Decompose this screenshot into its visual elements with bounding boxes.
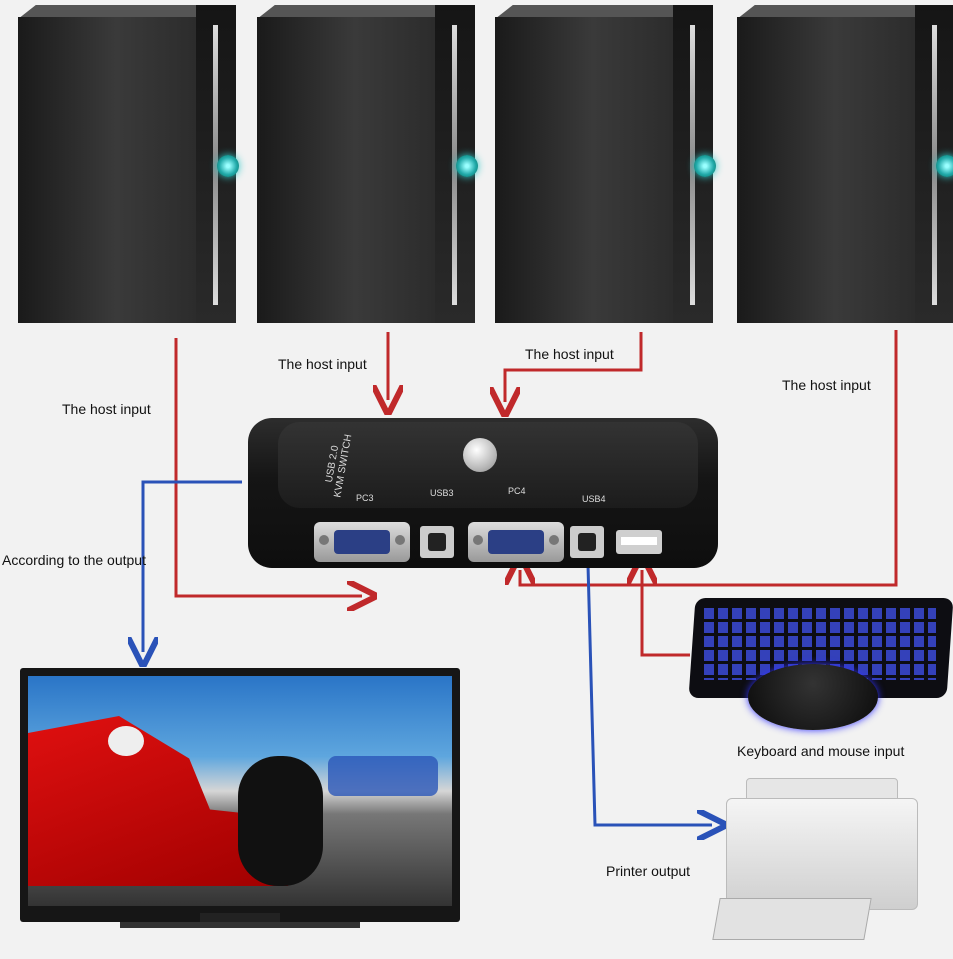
printer-icon bbox=[712, 778, 926, 940]
computer-tower-2-icon bbox=[257, 5, 478, 323]
label-host-input-left: The host input bbox=[62, 401, 151, 417]
label-according-output: According to the output bbox=[2, 552, 146, 568]
computer-tower-3-icon bbox=[495, 5, 716, 323]
host-line-3 bbox=[505, 332, 643, 402]
usb-b-port-3 bbox=[420, 526, 454, 558]
usb4-label: USB4 bbox=[582, 494, 606, 504]
monitor-line bbox=[143, 480, 242, 652]
monitor-icon bbox=[20, 668, 460, 928]
usb3-label: USB3 bbox=[430, 488, 454, 498]
usb-a-port bbox=[616, 530, 662, 554]
computer-tower-1-icon bbox=[18, 5, 239, 323]
host-line-1 bbox=[174, 338, 362, 596]
switch-button bbox=[463, 438, 497, 472]
label-keyboard-mouse: Keyboard and mouse input bbox=[737, 743, 905, 759]
label-host-input-3: The host input bbox=[525, 346, 614, 362]
printer-line bbox=[586, 564, 712, 825]
label-printer-output: Printer output bbox=[606, 863, 691, 879]
label-host-input-2: The host input bbox=[278, 356, 367, 372]
monitor-screen bbox=[28, 676, 452, 906]
computer-tower-4-icon bbox=[737, 5, 953, 323]
label-host-input-right: The host input bbox=[782, 377, 871, 393]
mouse-icon bbox=[748, 664, 878, 730]
usb-b-port-4 bbox=[570, 526, 604, 558]
pc3-label: PC3 bbox=[356, 493, 374, 503]
host-line-4 bbox=[520, 330, 898, 587]
keyboard-line bbox=[642, 570, 690, 657]
vga-port-pc4 bbox=[468, 522, 564, 562]
pc4-label: PC4 bbox=[508, 486, 526, 496]
vga-port-pc3 bbox=[314, 522, 410, 562]
